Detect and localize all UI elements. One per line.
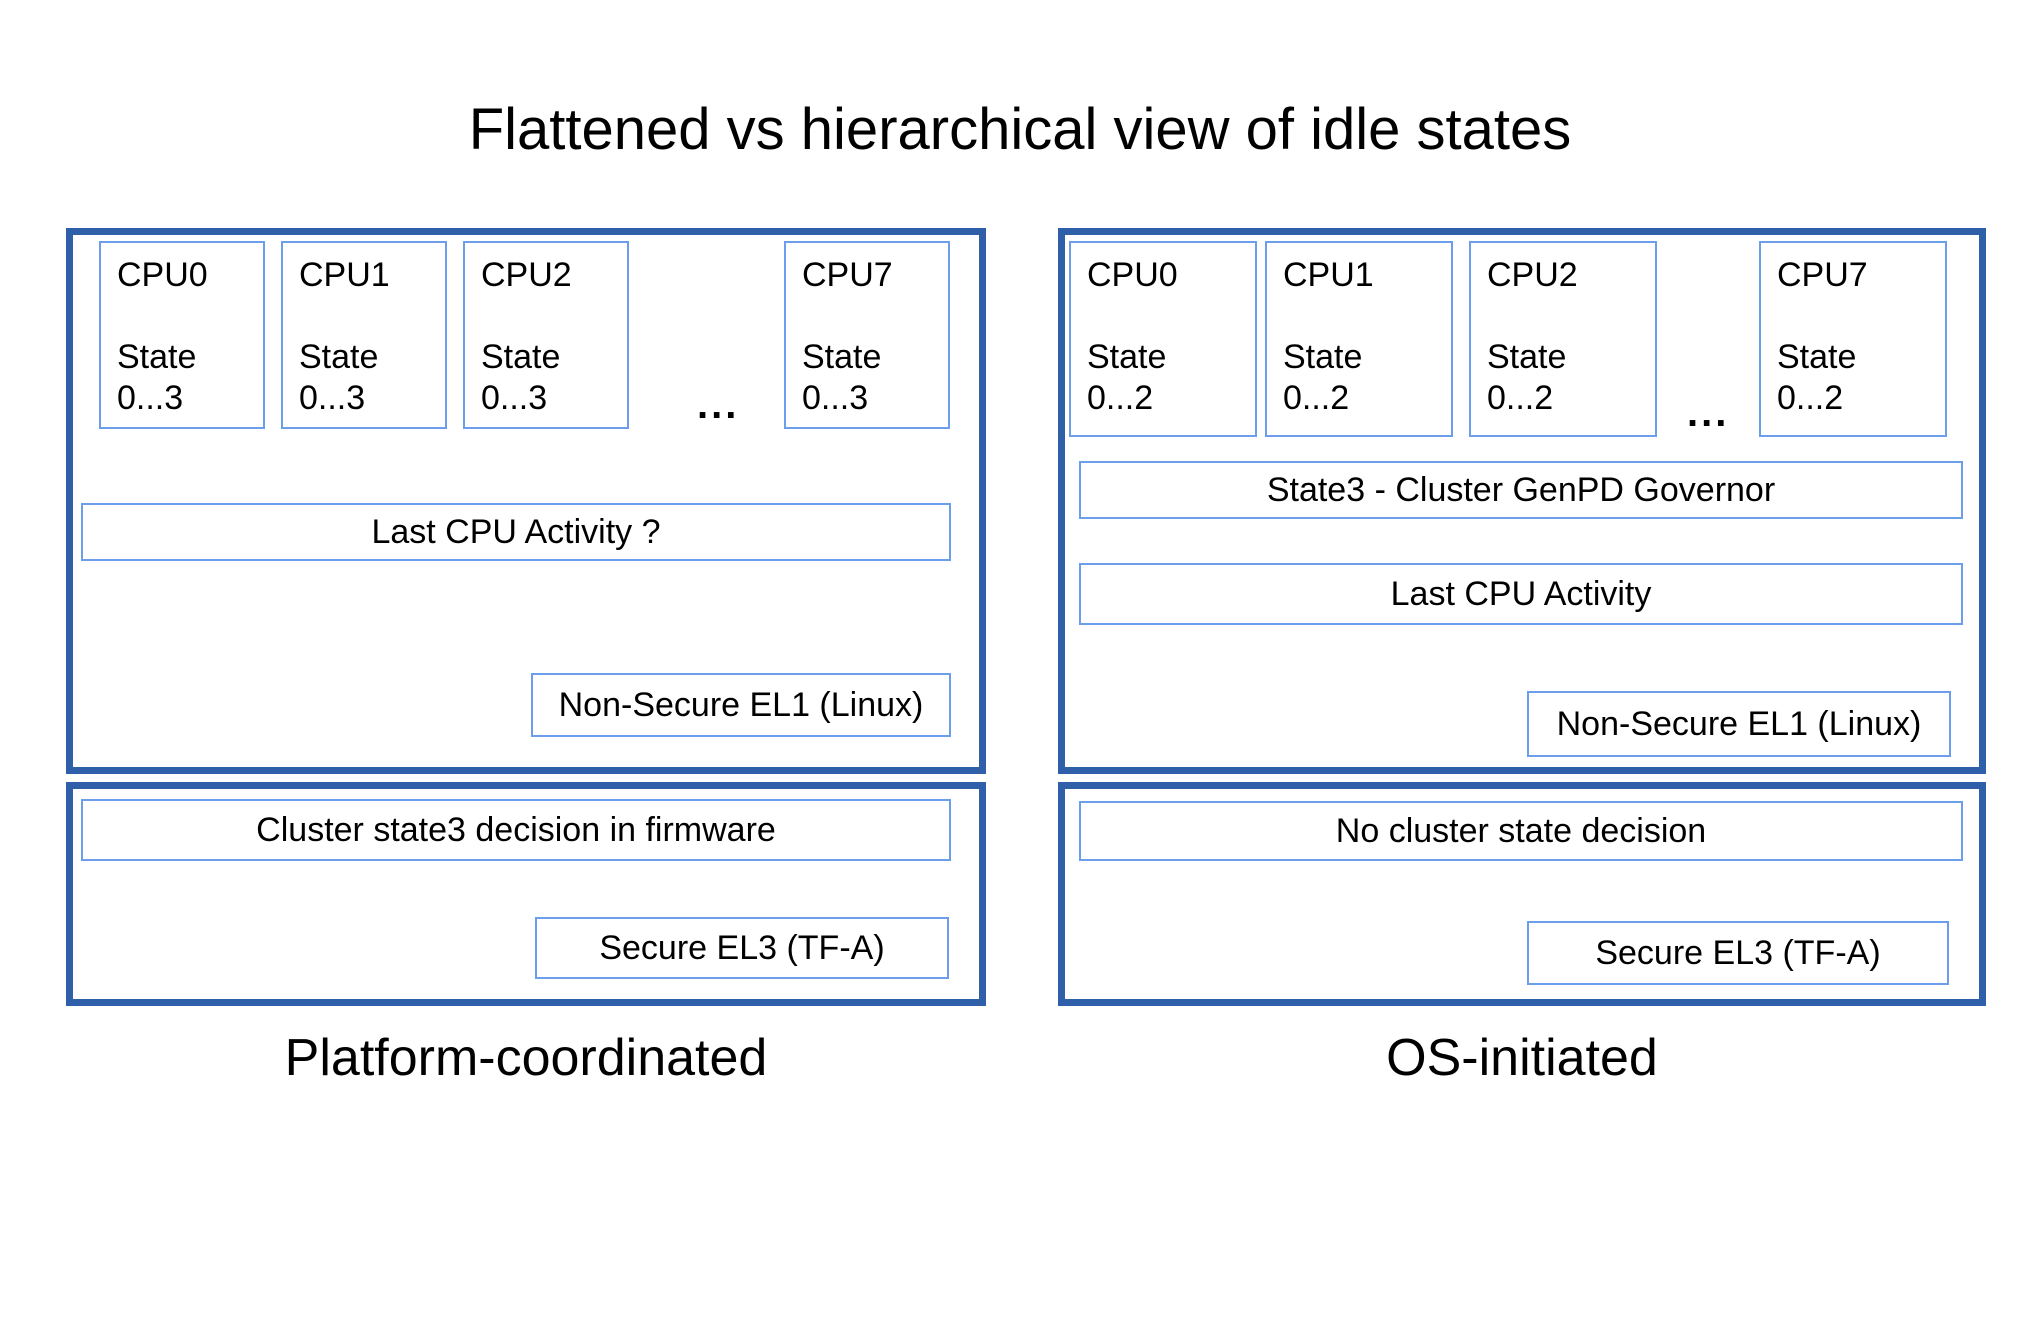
pc-cpu0-state-range: 0...3 [117, 379, 184, 417]
osi-cpu1-state-label: State [1283, 338, 1363, 376]
osi-cpu7-name: CPU7 [1777, 256, 1868, 294]
osi-cpu0-state: State 0...2 [1087, 337, 1166, 419]
os-initiated-secure-domain: No cluster state decision Secure EL3 (TF… [1058, 782, 1986, 1006]
osi-cpu2-state-range: 0...2 [1487, 379, 1554, 417]
pc-cpu0-card: CPU0 State 0...3 [99, 241, 265, 429]
osi-cpu0-card: CPU0 State 0...2 [1069, 241, 1257, 437]
pc-last-cpu-activity-box: Last CPU Activity ? [81, 503, 951, 561]
slide-title: Flattened vs hierarchical view of idle s… [468, 97, 1572, 162]
osi-cpu1-state: State 0...2 [1283, 337, 1362, 419]
osi-cpu0-state-range: 0...2 [1087, 379, 1154, 417]
pc-cluster-decision-box: Cluster state3 decision in firmware [81, 799, 951, 861]
osi-cpu7-card: CPU7 State 0...2 [1759, 241, 1947, 437]
osi-cpu7-state: State 0...2 [1777, 337, 1856, 419]
pc-cpu1-card: CPU1 State 0...3 [281, 241, 447, 429]
platform-coordinated-secure-domain: Cluster state3 decision in firmware Secu… [66, 782, 986, 1006]
osi-cpu1-state-range: 0...2 [1283, 379, 1350, 417]
osi-nonsecure-el1-box: Non-Secure EL1 (Linux) [1527, 691, 1951, 757]
pc-cpu7-state-range: 0...3 [802, 379, 869, 417]
pc-cpu1-state-label: State [299, 338, 379, 376]
platform-coordinated-nonsecure-domain: CPU0 State 0...3 CPU1 State 0...3 CPU2 S… [66, 228, 986, 774]
pc-cpu2-state-label: State [481, 338, 561, 376]
osi-no-cluster-decision-box: No cluster state decision [1079, 801, 1963, 861]
pc-cpu0-name: CPU0 [117, 256, 208, 294]
pc-nonsecure-el1-box: Non-Secure EL1 (Linux) [531, 673, 951, 737]
pc-cpu7-name: CPU7 [802, 256, 893, 294]
os-initiated-caption: OS-initiated [1386, 1029, 1658, 1087]
osi-genpd-governor-box: State3 - Cluster GenPD Governor [1079, 461, 1963, 519]
osi-cpu2-state: State 0...2 [1487, 337, 1566, 419]
pc-cpu1-state-range: 0...3 [299, 379, 366, 417]
osi-cpu2-card: CPU2 State 0...2 [1469, 241, 1657, 437]
osi-cpu2-name: CPU2 [1487, 256, 1578, 294]
osi-cpu7-state-label: State [1777, 338, 1857, 376]
platform-coordinated-caption: Platform-coordinated [284, 1029, 768, 1087]
osi-cpu2-state-label: State [1487, 338, 1567, 376]
pc-cpu1-name: CPU1 [299, 256, 390, 294]
pc-cpu1-state: State 0...3 [299, 337, 378, 419]
osi-cpu1-name: CPU1 [1283, 256, 1374, 294]
os-initiated-nonsecure-domain: CPU0 State 0...2 CPU1 State 0...2 CPU2 S… [1058, 228, 1986, 774]
pc-cpu0-state: State 0...3 [117, 337, 196, 419]
osi-secure-el3-box: Secure EL3 (TF-A) [1527, 921, 1949, 985]
osi-cpu-ellipsis: ... [1687, 391, 1730, 435]
osi-cpu1-card: CPU1 State 0...2 [1265, 241, 1453, 437]
pc-cpu7-state-label: State [802, 338, 882, 376]
pc-cpu2-name: CPU2 [481, 256, 572, 294]
pc-cpu7-card: CPU7 State 0...3 [784, 241, 950, 429]
osi-cpu0-name: CPU0 [1087, 256, 1178, 294]
osi-last-cpu-activity-box: Last CPU Activity [1079, 563, 1963, 625]
pc-cpu0-state-label: State [117, 338, 197, 376]
osi-cpu7-state-range: 0...2 [1777, 379, 1844, 417]
pc-secure-el3-box: Secure EL3 (TF-A) [535, 917, 949, 979]
pc-cpu2-state: State 0...3 [481, 337, 560, 419]
pc-cpu-ellipsis: ... [697, 383, 740, 427]
pc-cpu2-state-range: 0...3 [481, 379, 548, 417]
osi-cpu0-state-label: State [1087, 338, 1167, 376]
pc-cpu2-card: CPU2 State 0...3 [463, 241, 629, 429]
pc-cpu7-state: State 0...3 [802, 337, 881, 419]
